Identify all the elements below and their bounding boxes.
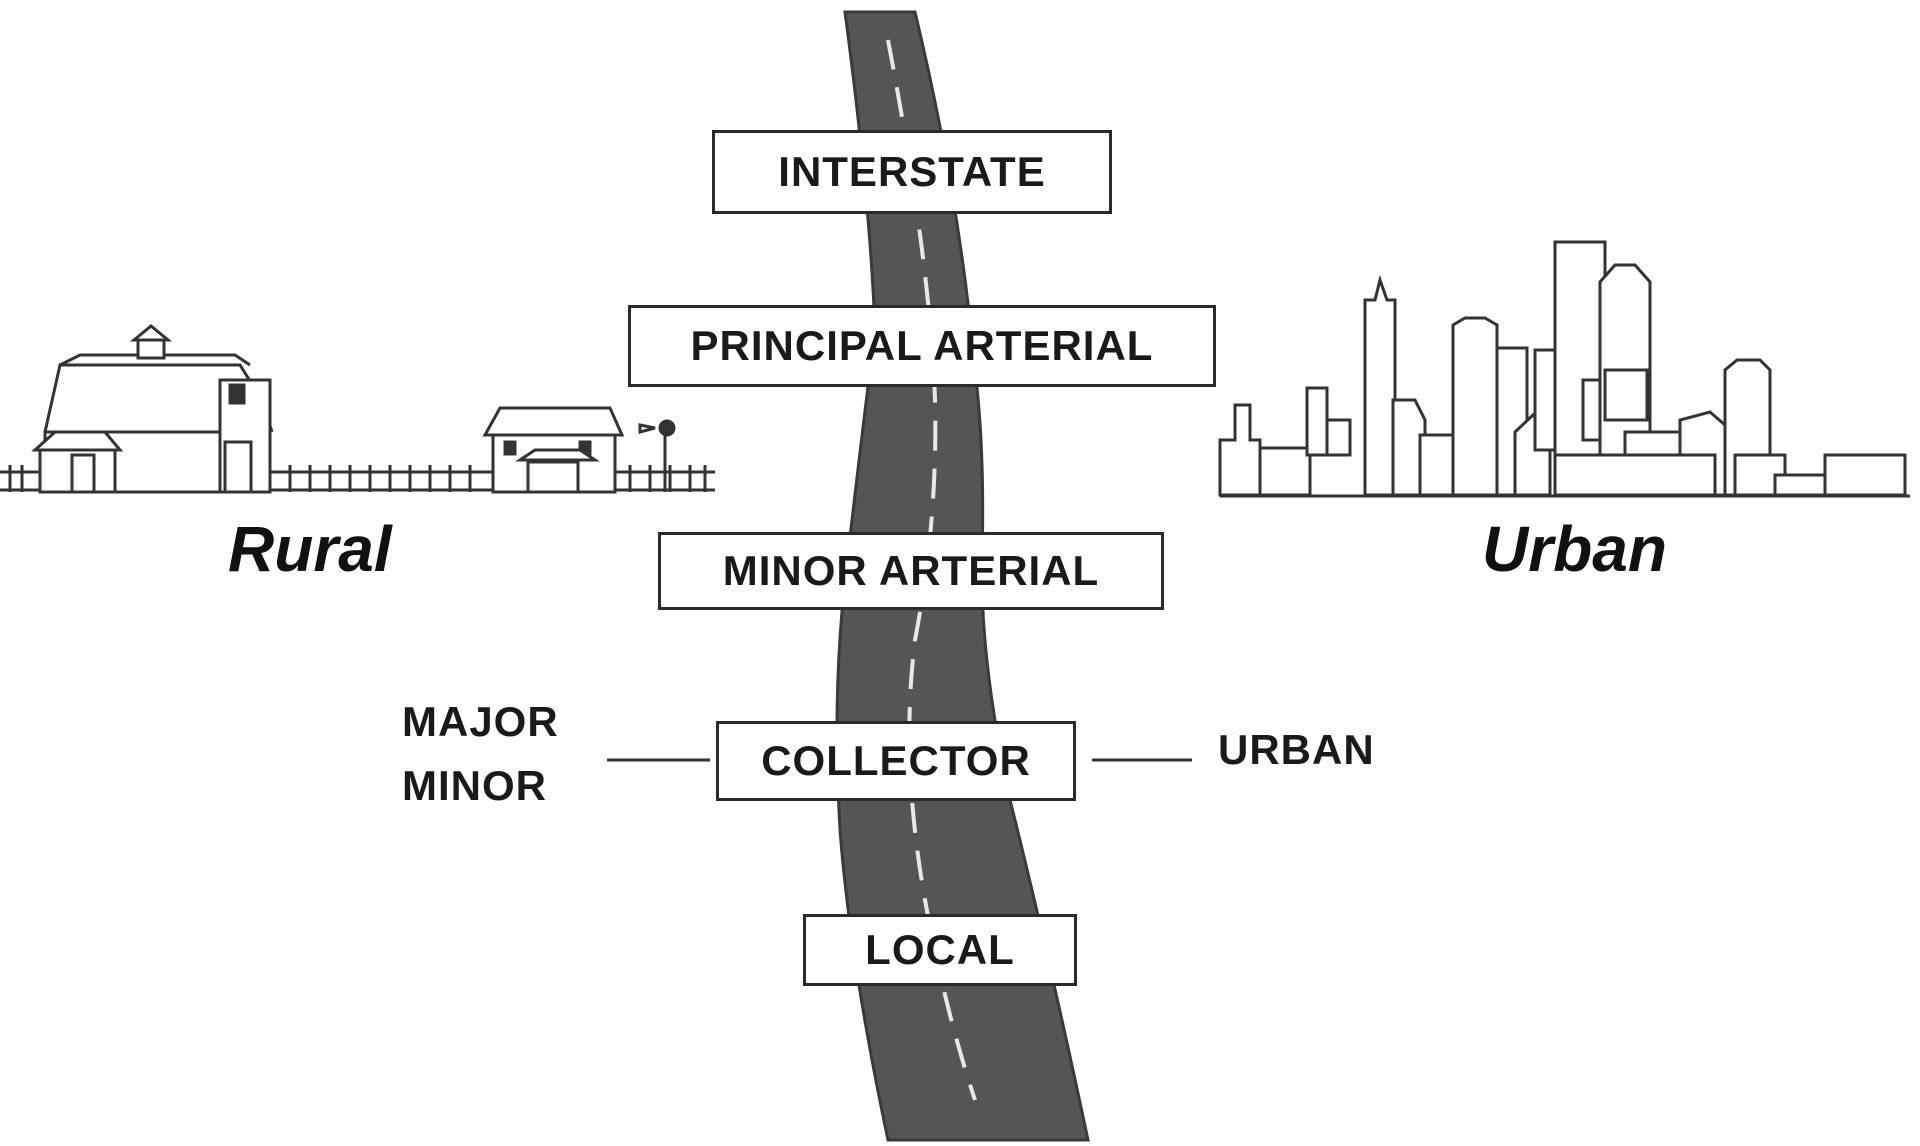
rural-farm-icon [0,324,715,494]
urban-skyline-icon [1218,240,1910,498]
urban-title: Urban [1482,513,1667,585]
label-interstate: INTERSTATE [712,130,1112,214]
collector-urban: URBAN [1218,726,1375,773]
label-local: LOCAL [803,914,1077,986]
collector-minor: MINOR [402,762,547,809]
collector-major: MAJOR [402,698,559,745]
label-principal-arterial: PRINCIPAL ARTERIAL [628,305,1216,387]
rural-title: Rural [228,513,392,585]
label-minor-arterial: MINOR ARTERIAL [658,532,1164,610]
label-collector: COLLECTOR [716,721,1076,801]
